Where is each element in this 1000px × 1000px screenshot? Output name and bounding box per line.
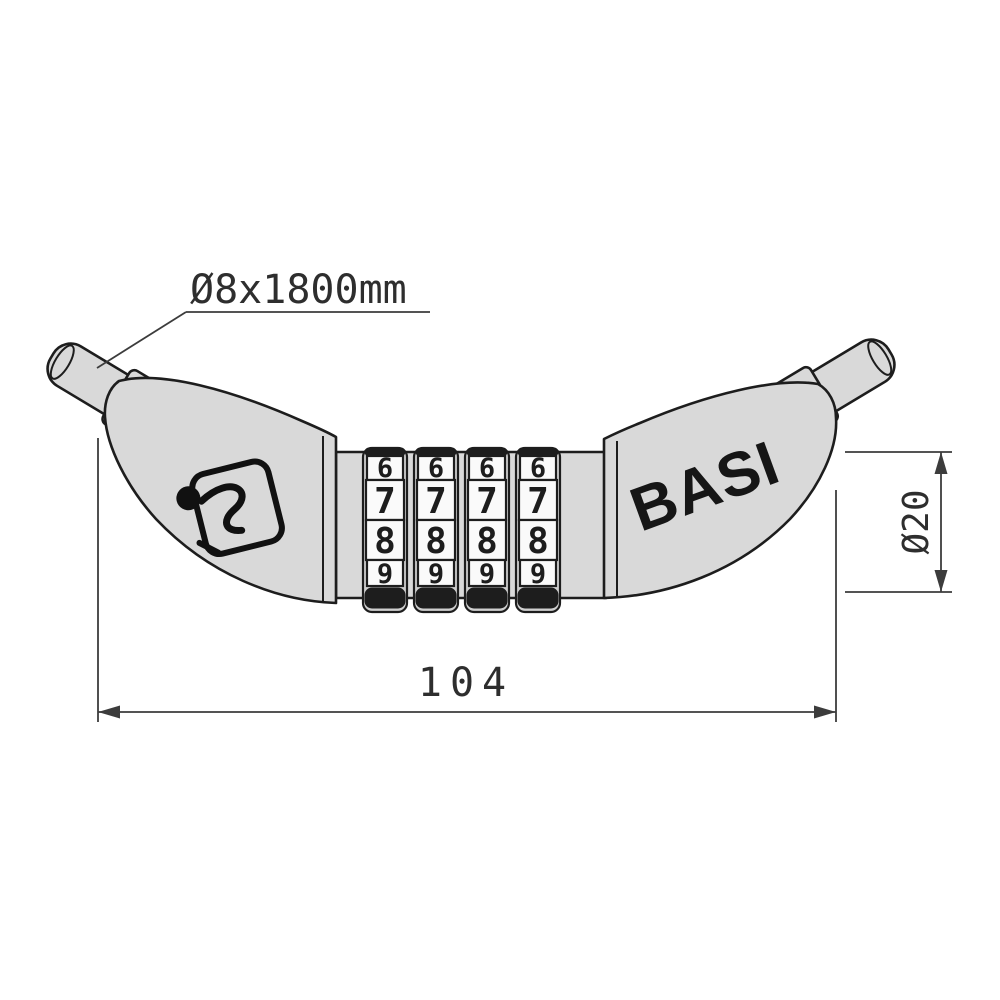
dial-digit: 9 bbox=[428, 559, 444, 590]
pictogram-leg bbox=[196, 539, 222, 556]
dial-digit: 8 bbox=[476, 521, 498, 562]
dial-digit: 8 bbox=[374, 521, 396, 562]
dial-digit: 6 bbox=[377, 453, 393, 484]
dial-digit: 7 bbox=[374, 481, 396, 522]
arrowhead-down-icon bbox=[934, 570, 948, 592]
combination-dial-4: 6 7 8 9 bbox=[514, 446, 562, 614]
dial-window-top bbox=[467, 454, 507, 482]
dimension-cable: Ø8x1800mm bbox=[96, 267, 430, 369]
dial-window-bottom bbox=[416, 558, 456, 588]
dial-digit: 7 bbox=[476, 481, 498, 522]
dial-bottom-cap bbox=[415, 587, 457, 609]
dial-bottom-cap bbox=[517, 587, 559, 609]
dial-digit: 9 bbox=[377, 559, 393, 590]
pictogram-body-curve bbox=[197, 483, 246, 534]
dial-window-top bbox=[416, 454, 456, 482]
dial-digit: 7 bbox=[425, 481, 447, 522]
dial-digit: 6 bbox=[428, 453, 444, 484]
cable-right-endcap bbox=[867, 340, 893, 376]
arrowhead-right-icon bbox=[814, 705, 836, 719]
dial-digit: 8 bbox=[527, 521, 549, 562]
combination-dial-1: 6 7 8 9 bbox=[361, 446, 409, 614]
pictogram-frame bbox=[189, 458, 285, 558]
dial-digit: 7 bbox=[527, 481, 549, 522]
cable-left-endcap bbox=[49, 344, 75, 380]
dial-digit: 6 bbox=[479, 453, 495, 484]
dial-window-top bbox=[365, 454, 405, 482]
dial-window-bottom bbox=[518, 558, 558, 588]
dial-window-bottom bbox=[467, 558, 507, 588]
dial-bottom-cap bbox=[364, 587, 406, 609]
dial-window-upper bbox=[517, 478, 559, 522]
dial-window-bottom bbox=[365, 558, 405, 588]
combination-dial-2: 6 7 8 9 bbox=[412, 446, 460, 614]
dial-digit: 6 bbox=[530, 453, 546, 484]
length-dimension-label: 104 bbox=[418, 660, 514, 706]
arrowhead-up-icon bbox=[934, 452, 948, 474]
dial-window-lower bbox=[364, 518, 406, 562]
combination-dial-3: 6 7 8 9 bbox=[463, 446, 511, 614]
dial-digit: 9 bbox=[530, 559, 546, 590]
dimension-length: 104 bbox=[97, 438, 837, 722]
dial-digit: 8 bbox=[425, 521, 447, 562]
cable-dimension-label: Ø8x1800mm bbox=[190, 267, 407, 313]
arrowhead-left-icon bbox=[98, 705, 120, 719]
dial-bottom-cap bbox=[466, 587, 508, 609]
cable-leader-line bbox=[96, 311, 187, 369]
dial-digit: 9 bbox=[479, 559, 495, 590]
diameter-dimension-label: Ø20 bbox=[896, 489, 937, 554]
lock-body-right bbox=[602, 381, 838, 600]
dimension-diameter: Ø20 bbox=[845, 451, 952, 593]
cyclist-pictogram-icon bbox=[176, 458, 285, 558]
pictogram-head bbox=[176, 486, 201, 511]
